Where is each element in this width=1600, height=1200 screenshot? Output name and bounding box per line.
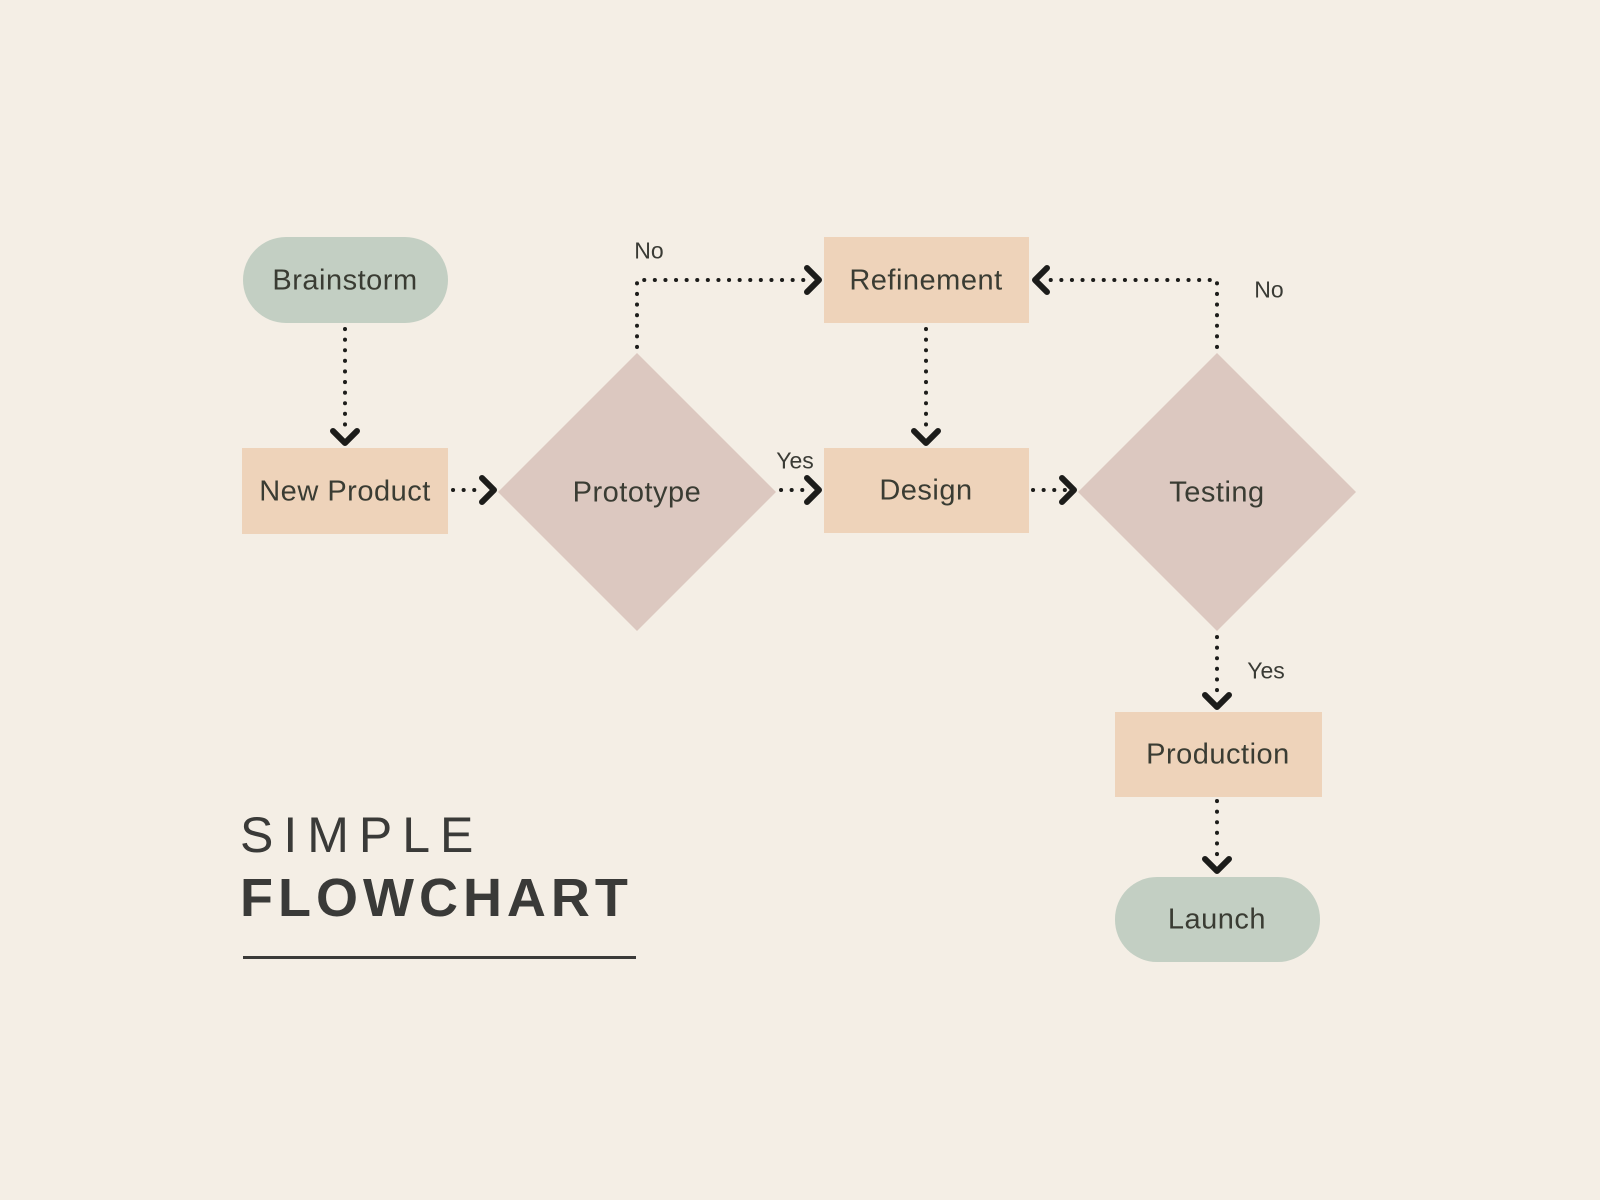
arrowhead-right-design bbox=[804, 475, 822, 505]
edge-label-testing-no: No bbox=[1254, 276, 1284, 303]
node-refinement-shape bbox=[824, 237, 1029, 323]
node-prototype-label: Prototype bbox=[572, 476, 702, 509]
node-testing-label: Testing bbox=[1169, 476, 1265, 509]
edge-testing-no-to-refinement bbox=[1041, 278, 1219, 349]
node-launch-label: Launch bbox=[1167, 903, 1267, 936]
title-block: SIMPLE FLOWCHART bbox=[240, 808, 633, 929]
edge-label-prototype-yes: Yes bbox=[776, 447, 814, 474]
arrowheads-group bbox=[330, 265, 1232, 874]
arrowhead-down-production bbox=[1202, 692, 1232, 710]
edge-prototype-no-to-refinement bbox=[635, 278, 814, 349]
edges-group bbox=[343, 278, 1219, 866]
node-new-product-label: New Product bbox=[259, 475, 431, 508]
node-refinement-label: Refinement bbox=[849, 264, 1003, 297]
node-new-product-shape bbox=[242, 448, 448, 534]
arrowhead-right-refinement bbox=[804, 265, 822, 295]
arrowhead-left-refinement bbox=[1032, 265, 1050, 295]
node-prototype-shape bbox=[498, 353, 776, 631]
node-production-shape bbox=[1115, 712, 1322, 797]
arrowhead-right-prototype bbox=[479, 475, 497, 505]
node-design-shape bbox=[824, 448, 1029, 533]
edge-label-testing-yes: Yes bbox=[1247, 657, 1285, 684]
arrowhead-right-testing bbox=[1059, 475, 1077, 505]
node-production-label: Production bbox=[1146, 738, 1290, 771]
arrowhead-down-new-product bbox=[330, 428, 360, 446]
title-line-flowchart: FLOWCHART bbox=[240, 868, 633, 928]
node-launch-shape bbox=[1115, 877, 1320, 962]
node-testing-shape bbox=[1078, 353, 1356, 631]
edge-label-prototype-no: No bbox=[634, 237, 664, 264]
node-brainstorm-shape bbox=[243, 237, 448, 323]
arrowhead-down-launch bbox=[1202, 856, 1232, 874]
arrowhead-down-design bbox=[911, 428, 941, 446]
node-design-label: Design bbox=[879, 474, 973, 507]
node-brainstorm-label: Brainstorm bbox=[272, 264, 418, 297]
title-underline bbox=[243, 956, 636, 959]
title-line-simple: SIMPLE bbox=[240, 807, 484, 863]
